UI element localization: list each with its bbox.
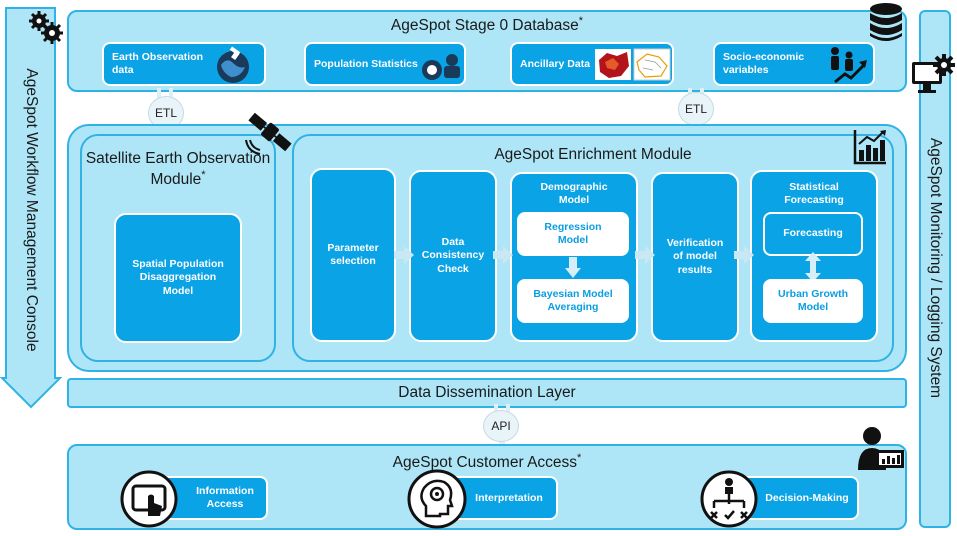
dissemination-layer (67, 378, 907, 408)
bayesian-averaging-box[interactable]: Bayesian Model Averaging (517, 279, 629, 323)
enrichment-module-title: AgeSpot Enrichment Module (494, 146, 692, 163)
map-thumbnails-icon (595, 48, 671, 81)
parameter-selection-step[interactable]: Parameter selection (310, 168, 396, 342)
gears-icon (29, 11, 63, 44)
forecasting-box[interactable]: Forecasting (763, 212, 863, 256)
monitor-gear-icon (912, 54, 955, 93)
bar-chart-icon (853, 130, 886, 165)
customer-item-label: Information Access (196, 485, 254, 510)
flow-arrow (635, 246, 655, 264)
source-label: Earth Observation data (112, 51, 204, 76)
customer-access-title: AgeSpot Customer Access* (392, 452, 582, 472)
database-title: AgeSpot Stage 0 Database* (390, 15, 584, 35)
customer-item-label: Decision-Making (765, 491, 849, 504)
source-label: Ancillary Data (520, 57, 591, 70)
spatial-disaggregation-model[interactable]: Spatial Population Disaggregation Model (114, 213, 242, 343)
people-growth-icon (831, 47, 867, 84)
customer-item-label: Interpretation (475, 491, 543, 504)
down-arrow (565, 257, 581, 278)
population-stats-icon (422, 54, 460, 80)
workflow-console-label: AgeSpot Workflow Management Console (23, 68, 40, 352)
monitoring-bar (919, 10, 951, 528)
data-consistency-step[interactable]: Data Consistency Check (409, 170, 497, 342)
tablet-touch-icon (120, 470, 178, 528)
flow-arrow (734, 246, 754, 264)
dissemination-title: Data Dissemination Layer (398, 384, 576, 401)
monitoring-label: AgeSpot Monitoring / Logging System (927, 137, 944, 399)
etl-right-plug: ETL (678, 92, 714, 126)
database-icon (870, 3, 902, 41)
workflow-console-arrow (0, 7, 62, 409)
updown-arrow (805, 252, 821, 282)
verification-step[interactable]: Verification of model results (651, 172, 739, 342)
demographic-model-title: Demographic Model (540, 181, 608, 207)
urban-growth-box[interactable]: Urban Growth Model (763, 279, 863, 323)
api-plug: API (483, 410, 519, 442)
statistical-forecasting-title: Statistical Forecasting (784, 181, 844, 207)
globe-satellite-icon (217, 46, 249, 83)
satellite-module-title: Satellite Earth Observation Module* (85, 150, 271, 188)
flow-arrow (394, 246, 414, 264)
decision-tree-icon (700, 470, 758, 528)
brain-gear-icon (407, 469, 467, 529)
satellite-icon (245, 112, 292, 155)
user-computer-icon (858, 427, 904, 470)
source-label: Population Statistics (314, 57, 418, 70)
source-label: Socio-economic variables (723, 51, 805, 76)
regression-model-box[interactable]: Regression Model (517, 212, 629, 256)
flow-arrow (493, 246, 513, 264)
